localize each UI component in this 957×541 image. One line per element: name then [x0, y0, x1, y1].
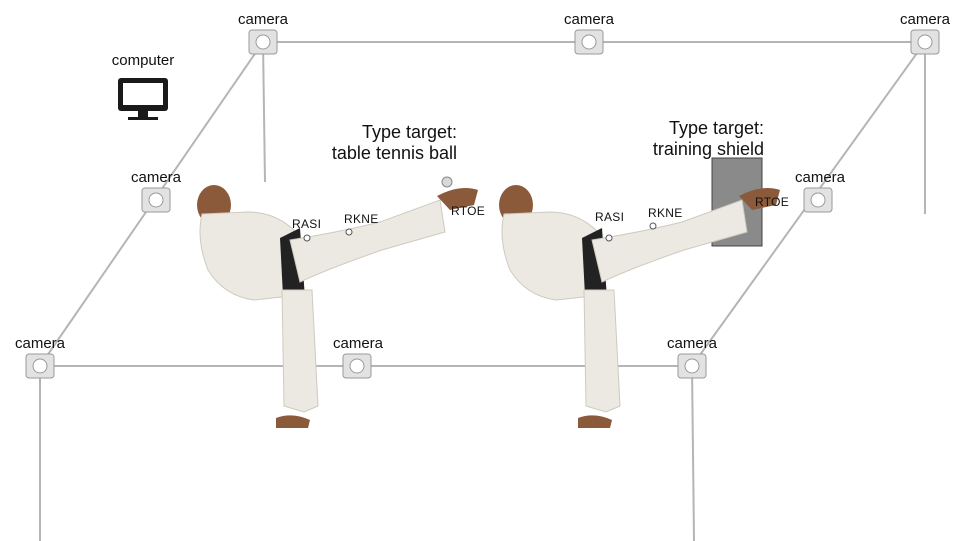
- marker-label-rasi: RASI: [595, 210, 624, 224]
- target-label-ball: Type target: table tennis ball: [332, 122, 457, 164]
- camera-label: camera: [333, 335, 383, 352]
- marker-label-rkne: RKNE: [648, 206, 683, 220]
- camera-icon: [678, 354, 706, 378]
- marker-label-rkne: RKNE: [344, 212, 379, 226]
- camera-label: camera: [238, 11, 288, 28]
- target-label-line: table tennis ball: [332, 143, 457, 164]
- camera-label: camera: [667, 335, 717, 352]
- camera-label: camera: [795, 169, 845, 186]
- camera-icon: [575, 30, 603, 54]
- target-label-line: Type target:: [653, 118, 764, 139]
- marker-label-rtoe: RTOE: [755, 195, 789, 209]
- marker-label-rtoe: RTOE: [451, 204, 485, 218]
- athlete-figure-right: [499, 185, 780, 428]
- camera-label: camera: [564, 11, 614, 28]
- target-label-line: Type target:: [332, 122, 457, 143]
- marker-label-rasi: RASI: [292, 217, 321, 231]
- athlete-figure-left: [197, 185, 478, 428]
- camera-label: camera: [15, 335, 65, 352]
- camera-frame: [40, 42, 925, 541]
- target-label-line: training shield: [653, 139, 764, 160]
- camera-icon: [804, 188, 832, 212]
- computer-label: computer: [112, 52, 175, 69]
- target-label-shield: Type target: training shield: [653, 118, 764, 160]
- camera-label: camera: [900, 11, 950, 28]
- camera-icon: [26, 354, 54, 378]
- camera-icon: [249, 30, 277, 54]
- camera-icon: [142, 188, 170, 212]
- camera-label: camera: [131, 169, 181, 186]
- camera-icon: [343, 354, 371, 378]
- monitor-icon: [118, 78, 168, 120]
- camera-icon: [911, 30, 939, 54]
- table-tennis-ball: [442, 177, 452, 187]
